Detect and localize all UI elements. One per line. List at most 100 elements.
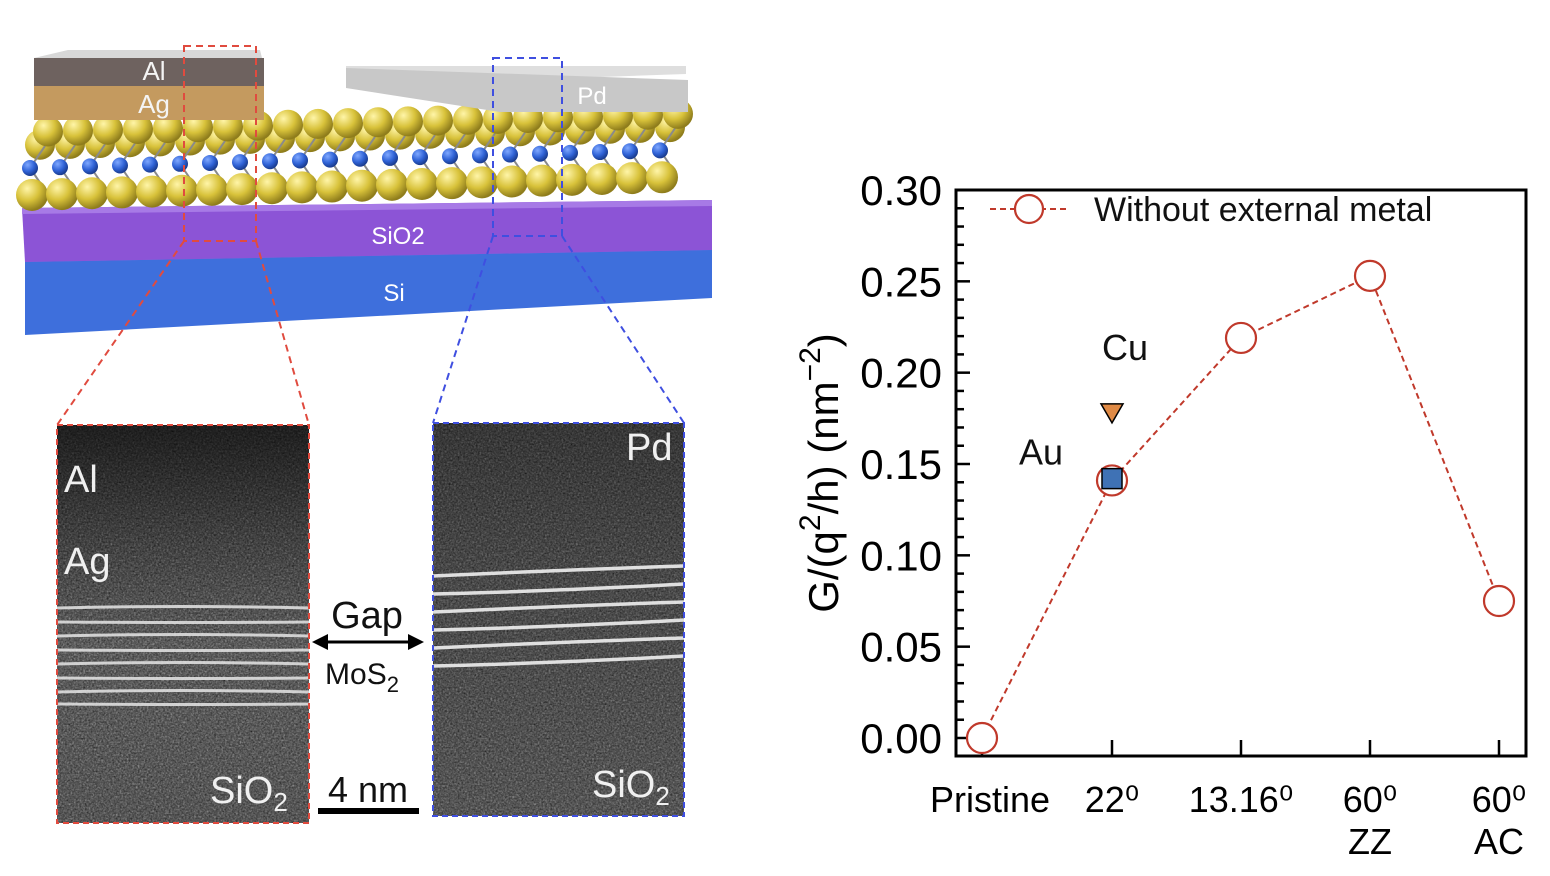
cu-label: Cu xyxy=(1102,327,1148,368)
tem-right-pd-label: Pd xyxy=(626,427,672,469)
sulfur-atom xyxy=(423,105,453,136)
legend: Without external metal xyxy=(990,191,1432,229)
x-tick-label: ZZ xyxy=(1348,821,1392,862)
sio2-layer-label: SiO2 xyxy=(371,223,424,250)
zoom-box-right xyxy=(492,57,563,237)
sulfur-atom xyxy=(406,168,438,201)
sulfur-atom xyxy=(76,177,108,210)
scale-bar: 4 nm xyxy=(318,769,419,814)
molybdenum-atom xyxy=(562,144,578,161)
y-tick-label: 0.25 xyxy=(860,258,942,305)
y-axis: 0.00 0.05 0.10 0.15 0.20 0.25 0.30 xyxy=(860,167,970,762)
tem-image-left: Al Ag SiO2 xyxy=(56,424,310,824)
si-layer-label: Si xyxy=(383,280,404,307)
molybdenum-atom xyxy=(622,143,638,160)
molybdenum-atom xyxy=(292,152,308,169)
x-tick-label: AC xyxy=(1474,821,1524,862)
tem-left-sio2-label: SiO2 xyxy=(210,770,288,817)
gap-annotation: Gap MoS2 xyxy=(312,595,424,697)
legend-marker xyxy=(1013,193,1045,225)
gap-label: Gap xyxy=(331,595,403,637)
sulfur-atom xyxy=(316,170,348,203)
sulfur-atom xyxy=(256,172,288,205)
x-tick-label: 22⁰ xyxy=(1085,779,1139,820)
series-without-external-metal xyxy=(965,259,1516,755)
data-point xyxy=(1353,259,1387,292)
molybdenum-atom xyxy=(472,147,488,164)
al-contact xyxy=(34,58,264,86)
y-tick-label: 0.30 xyxy=(860,167,942,214)
sulfur-atom xyxy=(123,113,153,144)
ag-contact xyxy=(34,86,264,120)
sulfur-atom xyxy=(303,108,333,139)
molybdenum-atom xyxy=(322,151,338,168)
sulfur-atom xyxy=(196,173,228,206)
molybdenum-atom xyxy=(412,149,428,166)
molybdenum-atom xyxy=(202,154,218,171)
au-label: Au xyxy=(1019,432,1063,473)
gap-arrow-right-icon xyxy=(408,634,424,650)
sulfur-atom xyxy=(526,164,558,197)
molybdenum-atom xyxy=(592,144,608,161)
gap-arrow-left-icon xyxy=(312,634,328,650)
molybdenum-atom xyxy=(232,154,248,171)
sulfur-atom xyxy=(136,175,168,208)
data-point xyxy=(1482,584,1516,618)
legend-label: Without external metal xyxy=(1094,191,1432,229)
y-axis-label: G/(q2/h) (nm−2) xyxy=(794,333,847,613)
tem-image-right: Pd SiO2 xyxy=(432,422,685,817)
sulfur-atom xyxy=(33,116,63,147)
sulfur-atom xyxy=(153,113,183,144)
tem-left-al-label: Al xyxy=(64,459,98,501)
sulfur-atom xyxy=(106,176,138,209)
molybdenum-atom xyxy=(52,159,68,176)
molybdenum-atom xyxy=(142,156,158,173)
sulfur-atom xyxy=(63,115,93,146)
x-tick-label: Pristine xyxy=(930,779,1050,820)
y-tick-label: 0.20 xyxy=(860,350,942,397)
sulfur-atom xyxy=(616,162,648,195)
sulfur-atom xyxy=(393,106,423,137)
sulfur-atom xyxy=(453,104,483,135)
x-tick-label: 60⁰ xyxy=(1343,779,1397,820)
sulfur-atom xyxy=(93,114,123,145)
x-tick-label: 60⁰ xyxy=(1472,779,1526,820)
sulfur-atom xyxy=(496,165,528,198)
molybdenum-atom xyxy=(502,146,518,163)
device-schematic: Al Ag Pd SiO2 Si xyxy=(16,45,712,426)
molybdenum-atom xyxy=(532,145,548,162)
y-tick-label: 0.10 xyxy=(860,532,942,579)
y-tick-label: 0.15 xyxy=(860,441,942,488)
si-layer xyxy=(25,250,712,335)
sulfur-atom xyxy=(556,163,588,196)
sulfur-atom xyxy=(46,178,78,211)
sulfur-atom xyxy=(466,166,498,199)
molybdenum-atom xyxy=(112,157,128,174)
zoom-box-left xyxy=(183,45,257,242)
sulfur-atom xyxy=(286,171,318,204)
molybdenum-atom xyxy=(172,155,188,172)
pd-layer-label: Pd xyxy=(577,83,606,110)
al-layer-label: Al xyxy=(142,56,165,86)
au-point xyxy=(1101,467,1123,490)
sulfur-atom xyxy=(586,162,618,195)
conductance-chart: 0.00 0.05 0.10 0.15 0.20 0.25 0.30 Pristine 22⁰… xyxy=(794,167,1528,862)
mos2-label: MoS2 xyxy=(325,658,399,697)
sulfur-atom xyxy=(646,161,678,194)
y-tick-label: 0.00 xyxy=(860,715,942,762)
molybdenum-atom xyxy=(442,148,458,165)
ag-layer-label: Ag xyxy=(138,89,170,119)
molybdenum-atom xyxy=(382,149,398,166)
mos2-atomic-layer xyxy=(16,98,693,211)
data-point xyxy=(1224,321,1258,355)
al-top-face xyxy=(34,50,262,58)
data-point xyxy=(965,721,999,755)
y-tick-label: 0.05 xyxy=(860,624,942,671)
sulfur-atom xyxy=(363,107,393,138)
scale-bar-label: 4 nm xyxy=(328,769,408,810)
x-tick-label: 13.16⁰ xyxy=(1189,779,1294,820)
plot-frame xyxy=(954,188,1528,758)
